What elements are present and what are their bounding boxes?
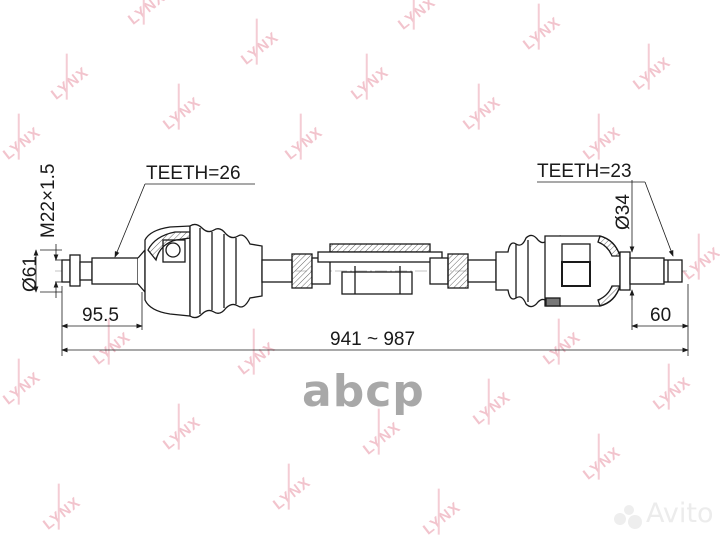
overall-length-label: 941 ~ 987 (330, 329, 416, 350)
outer-teeth-label: TEETH=26 (146, 163, 241, 184)
outer-length-label: 95.5 (82, 305, 119, 326)
outer-diameter-label: Ø61 (20, 256, 41, 292)
abcp-watermark: abcp (302, 366, 425, 417)
outer-boot (189, 223, 263, 319)
center-damper (317, 243, 443, 295)
inner-diameter-label: Ø34 (613, 194, 634, 230)
thread-spec-label: M22×1.5 (38, 163, 59, 238)
inner-length-label: 60 (650, 305, 672, 326)
avito-watermark: Avito (646, 498, 714, 529)
inner-stub (619, 251, 683, 291)
outer-cv-joint (144, 225, 191, 317)
inner-teeth-label: TEETH=23 (537, 161, 632, 182)
avito-logo-icon (614, 505, 644, 529)
inner-tripod-joint (544, 235, 621, 307)
outer-stub (61, 248, 146, 294)
